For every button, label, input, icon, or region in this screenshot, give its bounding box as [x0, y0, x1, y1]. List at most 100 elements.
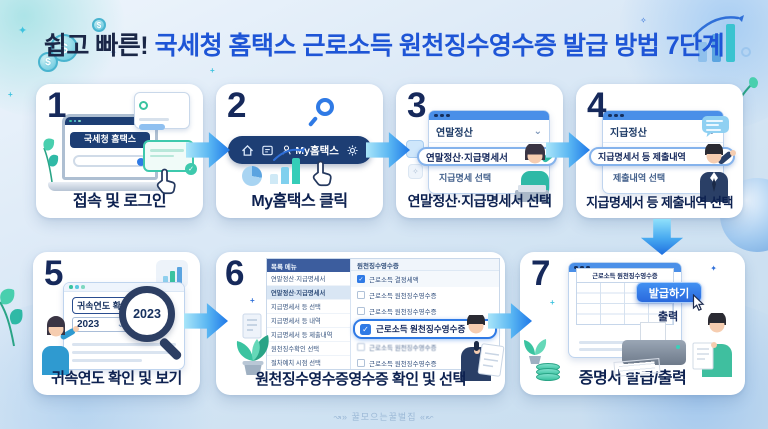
step-card-4: 4 지급정산⌄ 지급명세서 등 제출내역› 제출내역 선택 지급명세서 등 제출… — [576, 84, 743, 218]
window-titlebar — [64, 283, 184, 292]
leaf-icon — [0, 288, 23, 347]
sparkle-icon: ✧ — [640, 16, 647, 25]
check-badge-icon: ✓ — [185, 163, 197, 175]
board-icon[interactable] — [261, 144, 274, 157]
sidebar-item[interactable]: 지급명세서 등 선택 — [267, 300, 350, 314]
hand-cursor-icon — [312, 160, 332, 187]
hometax-list-panel: 목록 메뉴 연말정산·지급명세서 연말정산·지급명세서 지급명세서 등 선택 지… — [266, 258, 500, 370]
step-number: 1 — [47, 86, 67, 125]
user-avatar-icon — [139, 101, 148, 110]
speech-bubble-icon — [702, 116, 729, 133]
text-line — [72, 359, 142, 362]
list-item[interactable]: 근로소득 원천징수영수증 — [351, 339, 499, 355]
checkbox-icon[interactable] — [357, 343, 365, 351]
home-icon[interactable] — [241, 144, 254, 157]
step-caption: My홈택스 클릭 — [251, 193, 348, 210]
step-card-6: 6 + 목록 메뉴 연말정산·지급명세서 연말정산·지급명세서 지급명세서 등 … — [216, 252, 505, 395]
coins-icon — [536, 363, 560, 381]
plant-illustration — [524, 339, 547, 364]
list-item-selected[interactable]: ✓근로소득 원천징수영수증 — [353, 319, 497, 339]
checkbox-icon[interactable] — [357, 291, 365, 299]
receipt-title: 근로소득 원천징수영수증 — [592, 273, 658, 280]
step-number: 6 — [225, 254, 245, 293]
step-caption: 접속 및 로그인 — [72, 193, 167, 210]
gear-icon[interactable] — [346, 144, 359, 157]
search-button[interactable] — [137, 157, 145, 166]
list-item[interactable]: 근로소득 원천징수영수증 — [351, 303, 499, 319]
pie-chart-icon — [242, 166, 262, 186]
zoom-year-label: 2023 — [133, 307, 161, 321]
window-titlebar — [569, 263, 681, 272]
magnifier-icon — [316, 98, 334, 116]
sidebar-item[interactable]: 지급명세서 등 제출내역 — [267, 328, 350, 342]
printer-lamp — [676, 345, 680, 349]
hometax-logo: 국세청 홈택스 — [70, 132, 150, 148]
hand-cursor-icon — [156, 168, 176, 195]
checkbox-icon[interactable] — [357, 307, 365, 315]
step-number: 5 — [44, 254, 64, 293]
checkbox-icon[interactable] — [357, 359, 365, 367]
man-clipboard-illustration — [461, 315, 505, 381]
list-item[interactable]: 근로소득 원천징수영수증 — [351, 287, 499, 303]
checkbox-checked-icon[interactable]: ✓ — [360, 323, 371, 335]
step-card-3: 3 ✧ 연말정산⌄ 연말정산·지급명세서› 지급명세 선택 연말정산·지급명세서… — [396, 84, 563, 218]
sparkle-icon: + — [210, 66, 215, 75]
step-caption: 연말정산·지급명세서 선택 — [407, 193, 552, 209]
dropdown-row[interactable]: 연말정산⌄ — [429, 120, 549, 143]
list-item[interactable]: 근로소득 원천징수영수증 — [351, 355, 499, 371]
laptop-base — [48, 182, 172, 191]
sidebar-item[interactable]: 원천징수확인 선택 — [267, 342, 350, 356]
page-title: 쉽고 빠른! 국세청 홈택스 근로소득 원천징수영수증 발급 방법 7단계 — [0, 26, 768, 62]
sidebar-header: 목록 메뉴 — [267, 259, 350, 272]
print-label: 출력 — [658, 311, 679, 323]
text-line — [72, 351, 176, 354]
cursor-icon — [692, 294, 705, 311]
growth-arrow-icon — [273, 147, 305, 161]
list-header: 원천징수영수증 — [351, 259, 499, 271]
checkbox-checked-icon[interactable]: ✓ — [357, 275, 365, 283]
step-card-7: 7 + ✦ 근로소득 원천징수영수증 발급하기 출력 — [520, 252, 745, 395]
plant-illustration — [236, 335, 269, 375]
sidebar-item-active[interactable]: 연말정산·지급명세서 — [267, 286, 350, 300]
sparkle-icon: ✦ — [710, 264, 717, 273]
receipt-list: 원천징수영수증 ✓근로소득 결정세액 근로소득 원천징수영수증 근로소득 원천징… — [351, 259, 499, 369]
woman-illustration — [515, 144, 559, 202]
title-accent: 쉽고 빠른! — [43, 32, 149, 60]
text-line — [579, 348, 623, 351]
man-illustration — [700, 144, 736, 202]
step-card-2: 2 My홈택스 My홈택스 클릭 — [216, 84, 383, 218]
sparkle-icon: + — [550, 298, 555, 307]
sidebar-item[interactable]: 지급명세서 등 내역 — [267, 314, 350, 328]
document-icon — [242, 313, 262, 339]
leaf-icon — [43, 138, 59, 183]
step-caption: 원천징수영수증영수증 확인 및 선택 — [255, 371, 466, 388]
certificate-card[interactable]: ✓ — [143, 140, 197, 175]
sparkle-icon: + — [250, 296, 255, 305]
printer-paper — [640, 322, 666, 342]
nav-my-hometax-label: My홈택스 — [295, 144, 339, 157]
chevron-down-icon: ⌄ — [533, 126, 542, 137]
step-card-5: 5 귀속연도 확인 2023⌄ 2023 귀속연도 확인 및 보기 — [33, 252, 200, 395]
menu-sub-item[interactable]: 제출내역 선택 — [613, 173, 666, 183]
menu-sidebar: 목록 메뉴 연말정산·지급명세서 연말정산·지급명세서 지급명세서 등 선택 지… — [267, 259, 351, 369]
browser-bar — [65, 117, 155, 125]
window-titlebar — [429, 111, 549, 120]
search-input[interactable] — [73, 155, 152, 172]
sparkle-icon: + — [8, 90, 13, 99]
step-number: 7 — [531, 254, 551, 293]
menu-sub-item[interactable]: 지급명세 선택 — [439, 173, 492, 183]
bar-chart-icon — [270, 158, 300, 184]
list-item[interactable]: ✓근로소득 결정세액 — [351, 271, 499, 287]
sidebar-item[interactable]: 절차예치 시점 선택 — [267, 356, 350, 369]
watermark: ↝» 꿀모으는꿀벌집 «↜ — [333, 412, 435, 422]
step-number: 3 — [407, 86, 427, 125]
sidebar-item[interactable]: 연말정산·지급명세서 — [267, 272, 350, 286]
magnifier-handle — [307, 116, 319, 127]
login-button[interactable] — [139, 123, 165, 130]
magnifier-zoom: 2023 — [119, 286, 175, 342]
step-card-1: 1 국세청 홈택스 ✓ 접속 및 로그인 — [36, 84, 203, 218]
title-main: 국세청 홈택스 근로소득 원천징수영수증 발급 방법 7단계 — [148, 32, 725, 60]
gear-app-icon: ✧ — [408, 164, 423, 179]
flow-arrow-down — [640, 219, 684, 255]
